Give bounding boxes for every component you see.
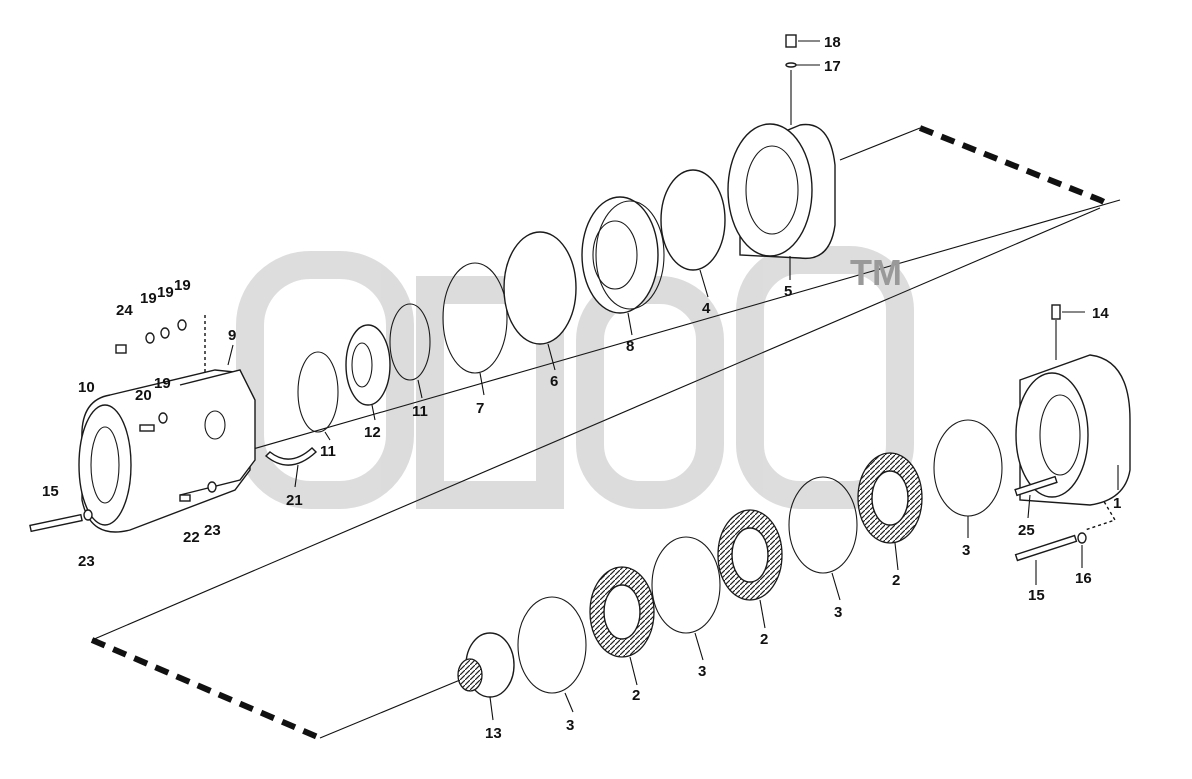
callout-22: 22 bbox=[183, 529, 200, 546]
callout-19: 19 bbox=[157, 284, 174, 301]
callout-6: 6 bbox=[550, 373, 558, 390]
clutch-plate-stack bbox=[517, 419, 1003, 694]
callout-10: 10 bbox=[78, 379, 95, 396]
callouts: 1 2 2 2 2 3 3 3 3 3 4 5 6 7 8 9 10 11 11… bbox=[42, 34, 1121, 742]
part-12-bearing bbox=[345, 324, 391, 406]
callout-7: 7 bbox=[476, 400, 484, 417]
callout-8: 8 bbox=[626, 338, 634, 355]
callout-2: 2 bbox=[892, 572, 900, 589]
callout-18: 18 bbox=[824, 34, 841, 51]
callout-3: 3 bbox=[962, 542, 970, 559]
part-6-seal bbox=[503, 231, 577, 345]
callout-13: 13 bbox=[485, 725, 502, 742]
callout-9: 9 bbox=[228, 327, 236, 344]
part-21-tube bbox=[264, 447, 318, 466]
part-7-seal bbox=[442, 262, 508, 374]
part-8-piston bbox=[581, 196, 665, 314]
callout-14: 14 bbox=[1092, 305, 1109, 322]
callout-17: 17 bbox=[824, 58, 841, 75]
part-4-ring bbox=[660, 169, 726, 271]
part-15-bolt-left bbox=[29, 513, 83, 533]
part-15-bolt-right bbox=[1014, 534, 1078, 562]
part-10-housing bbox=[78, 369, 256, 533]
watermark-trademark: TM bbox=[850, 252, 902, 293]
callout-20: 20 bbox=[135, 387, 152, 404]
callout-1: 1 bbox=[1113, 495, 1121, 512]
callout-19: 19 bbox=[140, 290, 157, 307]
part-16-washer bbox=[1077, 532, 1087, 544]
callout-2: 2 bbox=[760, 631, 768, 648]
part-5-cylinder bbox=[727, 123, 836, 260]
plate-3-d bbox=[788, 476, 858, 574]
callout-leaders bbox=[227, 40, 1119, 721]
callout-21: 21 bbox=[286, 492, 303, 509]
part-14-plug bbox=[1051, 304, 1061, 320]
callout-24: 24 bbox=[116, 302, 133, 319]
callout-12: 12 bbox=[364, 424, 381, 441]
callout-5: 5 bbox=[784, 283, 792, 300]
callout-15: 15 bbox=[42, 483, 59, 500]
callout-4: 4 bbox=[702, 300, 711, 317]
plate-3-e bbox=[933, 419, 1003, 517]
callout-23: 23 bbox=[78, 553, 95, 570]
callout-25: 25 bbox=[1018, 522, 1035, 539]
assembly-axis bbox=[179, 199, 1121, 471]
callout-16: 16 bbox=[1075, 570, 1092, 587]
callout-11: 11 bbox=[320, 443, 336, 460]
plate-3-b bbox=[517, 596, 587, 694]
callout-3: 3 bbox=[698, 663, 706, 680]
part-11-oring-b bbox=[389, 303, 431, 381]
small-hardware bbox=[83, 319, 217, 521]
callout-2: 2 bbox=[632, 687, 640, 704]
part-25-pin bbox=[1014, 475, 1058, 497]
plate-3-c bbox=[651, 536, 721, 634]
part-1-housing bbox=[1015, 354, 1131, 506]
part-17-washer bbox=[785, 62, 797, 68]
callout-3: 3 bbox=[834, 604, 842, 621]
callout-3: 3 bbox=[566, 717, 574, 734]
callout-11: 11 bbox=[412, 403, 428, 420]
part-18-bolt bbox=[785, 34, 797, 48]
callout-19: 19 bbox=[154, 375, 171, 392]
callout-19: 19 bbox=[174, 277, 191, 294]
callout-23: 23 bbox=[204, 522, 221, 539]
part-11-oring-a bbox=[297, 351, 339, 433]
part-13-hub bbox=[457, 632, 515, 698]
connector-lines bbox=[90, 125, 1117, 741]
callout-15: 15 bbox=[1028, 587, 1045, 604]
